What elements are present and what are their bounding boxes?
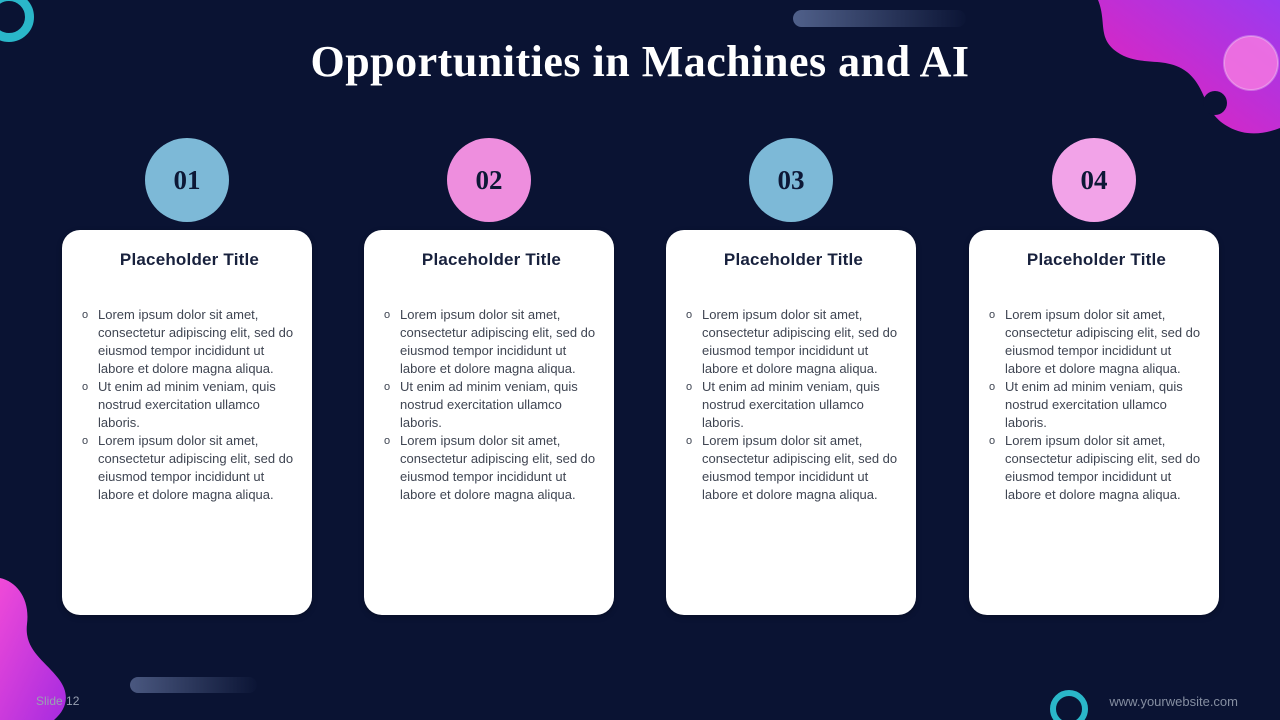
card-bullet-list: o Lorem ipsum dolor sit amet, consectetu… [989,306,1204,504]
bullet-text: Lorem ipsum dolor sit amet, consectetur … [1005,307,1201,376]
bullet-text: Ut enim ad minim veniam, quis nostrud ex… [702,379,880,430]
bullet-text: Ut enim ad minim veniam, quis nostrud ex… [400,379,578,430]
bullet-item: o Lorem ipsum dolor sit amet, consectetu… [686,432,901,504]
bullet-item: o Ut enim ad minim veniam, quis nostrud … [686,378,901,432]
bullet-marker: o [989,309,996,321]
bullet-item: o Lorem ipsum dolor sit amet, consectetu… [384,432,599,504]
bullet-marker: o [989,435,996,447]
bullet-text: Lorem ipsum dolor sit amet, consectetur … [400,433,596,502]
pink-blob-decoration-bottom-left [0,578,66,720]
card-title: Placeholder Title [1026,250,1167,269]
bullet-text: Lorem ipsum dolor sit amet, consectetur … [98,307,294,376]
bullet-text: Ut enim ad minim veniam, quis nostrud ex… [1005,379,1183,430]
bullet-marker: o [82,435,89,447]
slide-title: Opportunities in Machines and AI [310,37,970,86]
card-bullet-list: o Lorem ipsum dolor sit amet, consectetu… [384,306,599,504]
card-column-2: 02 Placeholder Title o Lorem ipsum dolor… [364,138,614,615]
bullet-marker: o [384,309,391,321]
bullet-marker: o [82,381,89,393]
card-1: Placeholder Title o Lorem ipsum dolor si… [62,230,312,615]
step-number-badge-03: 03 [749,138,833,222]
step-number-badge-01: 01 [145,138,229,222]
slide-number: Slide 12 [36,694,80,708]
card-title: Placeholder Title [421,250,562,269]
bullet-item: o Ut enim ad minim veniam, quis nostrud … [82,378,297,432]
teal-ring-decoration-top-left [0,0,34,42]
bullet-item: o Lorem ipsum dolor sit amet, consectetu… [989,306,1204,378]
step-number-badge-04: 04 [1052,138,1136,222]
bullet-item: o Lorem ipsum dolor sit amet, consectetu… [82,432,297,504]
gradient-pill-decoration-bottom [130,677,257,693]
card-column-4: 04 Placeholder Title o Lorem ipsum dolor… [969,138,1219,615]
card-column-3: 03 Placeholder Title o Lorem ipsum dolor… [666,138,916,615]
card-3: Placeholder Title o Lorem ipsum dolor si… [666,230,916,615]
gradient-pill-decoration-top [793,10,966,27]
card-bullet-list: o Lorem ipsum dolor sit amet, consectetu… [82,306,297,504]
bullet-item: o Lorem ipsum dolor sit amet, consectetu… [384,306,599,378]
card-bullet-list: o Lorem ipsum dolor sit amet, consectetu… [686,306,901,504]
card-column-1: 01 Placeholder Title o Lorem ipsum dolor… [62,138,312,615]
card-title: Placeholder Title [119,250,260,269]
bullet-item: o Lorem ipsum dolor sit amet, consectetu… [686,306,901,378]
bullet-marker: o [686,435,693,447]
card-4: Placeholder Title o Lorem ipsum dolor si… [969,230,1219,615]
bullet-marker: o [82,309,89,321]
bullet-text: Ut enim ad minim veniam, quis nostrud ex… [98,379,276,430]
bullet-text: Lorem ipsum dolor sit amet, consectetur … [702,433,898,502]
card-2: Placeholder Title o Lorem ipsum dolor si… [364,230,614,615]
pink-blob-decoration-top-right [1098,0,1280,134]
bullet-text: Lorem ipsum dolor sit amet, consectetur … [98,433,294,502]
bullet-marker: o [686,309,693,321]
website-link[interactable]: www.yourwebsite.com [1109,694,1238,709]
bullet-item: o Ut enim ad minim veniam, quis nostrud … [384,378,599,432]
bullet-item: o Lorem ipsum dolor sit amet, consectetu… [989,432,1204,504]
step-number-badge-02: 02 [447,138,531,222]
bullet-text: Lorem ipsum dolor sit amet, consectetur … [400,307,596,376]
bullet-marker: o [384,435,391,447]
bullet-text: Lorem ipsum dolor sit amet, consectetur … [702,307,898,376]
bullet-marker: o [989,381,996,393]
bullet-item: o Lorem ipsum dolor sit amet, consectetu… [82,306,297,378]
bullet-item: o Ut enim ad minim veniam, quis nostrud … [989,378,1204,432]
card-title: Placeholder Title [723,250,864,269]
bullet-marker: o [384,381,391,393]
teal-ring-decoration-bottom-right [1050,690,1088,720]
bullet-marker: o [686,381,693,393]
bullet-text: Lorem ipsum dolor sit amet, consectetur … [1005,433,1201,502]
